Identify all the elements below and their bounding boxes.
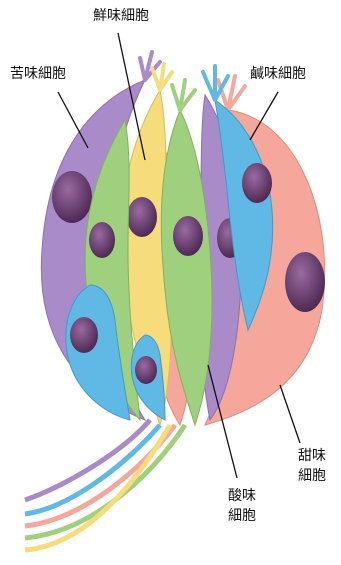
nerve-fiber-umami [25,425,170,550]
salty-cell-nucleus [242,163,272,203]
salty-cell-lower-center-nucleus [135,356,157,384]
label-umami: 鮮味細胞 [93,8,149,24]
label-sweet-line1: 甜味 [298,448,326,464]
leader-sweet [280,385,300,443]
umami-cell-nucleus [127,197,157,237]
label-bitter: 苦味細胞 [10,66,66,82]
sour-cell-nucleus [173,216,203,256]
nerve-fibers [25,420,185,550]
sour-cell-left-nucleus [89,222,115,258]
label-sour-line2: 細胞 [228,508,256,524]
label-salty: 鹹味細胞 [250,66,306,82]
sweet-cell-nucleus [285,252,325,312]
bitter-cell-nucleus [52,171,92,223]
bitter-cell-microvilli [140,52,160,80]
leader-bitter [58,92,88,148]
label-sour-line1: 酸味 [228,488,256,504]
salty-cell-lower-left-nucleus [70,317,98,353]
label-sweet-line2: 細胞 [298,468,326,484]
sour-cell-microvilli [172,80,195,110]
